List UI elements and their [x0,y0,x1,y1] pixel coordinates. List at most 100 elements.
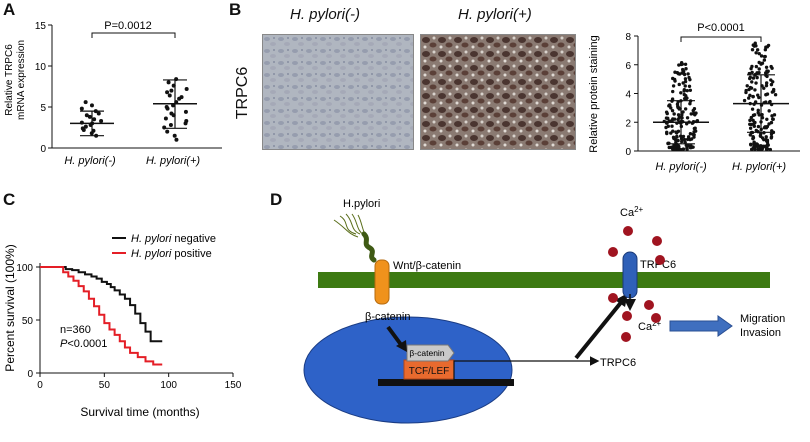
panel-b-point [683,84,687,88]
panel-b-point [678,147,683,152]
panel-b-point [752,113,757,117]
panel-c-xlabel: Survival time (months) [80,405,199,419]
panel-b-point [684,96,688,101]
panel-b-point [742,98,747,103]
panel-b-point [674,130,678,134]
hpylori-bacterium-icon [333,213,377,263]
panel-b-point [681,110,685,114]
calcium-ions [608,226,665,342]
panel-b-point [687,84,692,88]
panel-c-xtick-label: 150 [225,380,242,391]
panel-b-point [750,80,754,84]
panel-b-point [754,128,758,133]
panel-b-point [752,140,756,144]
panel-b-point [769,120,774,125]
cell-membrane [318,272,770,288]
panel-a-point [184,118,189,123]
panel-b-point [753,100,758,104]
panel-b-point [766,43,771,48]
panel-b-point [749,66,753,71]
panel-b-point [756,124,761,129]
panel-a-point [179,95,184,100]
panel-c-xtick-label: 50 [99,380,111,391]
panel-a-point [163,116,168,121]
panel-a-ytick-label: 15 [35,21,47,32]
panel-b-point [676,138,680,143]
panel-c-annotation-p: P<0.0001 [60,338,107,350]
panel-b-point [673,79,677,83]
panel-b-point [671,84,676,88]
panel-b-point [750,70,754,75]
panel-b-point [759,54,764,58]
panel-c-ylabel: Percent survival (100%) [3,244,17,371]
panel-b-point [673,117,677,121]
panel-b-point [751,94,755,99]
panel-b-point [689,144,693,148]
panel-b-point [675,102,680,106]
panel-b-point [767,109,771,113]
panel-a-point [96,111,101,116]
panel-b-point [765,92,770,96]
panel-a-point [183,109,188,114]
panel-b-point [755,48,760,52]
panel-b-ytick-label: 0 [625,147,631,158]
panel-b-point [752,120,757,125]
panel-b-point [757,67,761,71]
panel-b-point [763,48,768,52]
panel-b-xtick-neg: H. pylori(-) [655,161,707,173]
panel-c-xtick-label: 100 [160,380,177,391]
panel-b-point [670,108,675,113]
panel-b-point [677,144,681,149]
beta-catenin-label: β-catenin [365,311,410,323]
upregulation-arrow [574,298,625,360]
trpc6-row-label: TRPC6 [234,66,251,120]
ihc-pos-title: H. pylori(+) [458,6,532,23]
legend-label-negative: H. pylori negative [131,233,216,245]
panel-b-point [749,143,753,147]
migration-arrow [669,315,733,337]
panel-b-point [670,124,674,128]
panel-b-point [748,93,752,98]
panel-letter-c: C [3,190,16,209]
panel-b-point [745,84,749,88]
panel-b-point [753,88,757,92]
panel-b-point [765,117,769,121]
panel-b-point [685,88,689,93]
panel-b-point [754,81,758,85]
panel-b-point [757,51,761,56]
panel-b-point [769,64,773,69]
panel-b-point [686,135,691,139]
panel-a-point [99,118,104,123]
panel-a-point [168,123,173,128]
panel-b-point [758,134,763,138]
panel-b-point [747,96,751,100]
nuclear-beta-catenin-label: β-catenin [409,348,444,358]
panel-b-point [769,82,774,87]
panel-c-ytick-label: 100 [16,263,33,274]
panel-b-point [665,111,669,116]
panel-b-point [772,113,777,117]
panel-b-point [770,129,774,133]
panel-b-point [671,76,675,81]
panel-b-point [688,137,692,142]
panel-a-point [167,93,172,98]
panel-b-point [682,137,687,142]
panel-b-point [765,147,770,151]
panel-a-point [164,105,169,109]
panel-b-point [771,87,776,92]
outcome-migration: Migration [740,313,785,325]
panel-b-point [756,111,760,115]
ihc-neg-title: H. pylori(-) [290,6,360,23]
panel-b-point [692,133,696,137]
panel-b-point [692,126,697,131]
panel-a-point [92,117,97,122]
panel-b-point [682,92,686,97]
panel-b-point [681,81,685,85]
panel-b-point [756,93,760,97]
trpc6-channel [622,251,638,299]
panel-a-ylabel-line1: Relative TRPC6 [4,44,15,116]
panel-b-point [748,85,753,90]
